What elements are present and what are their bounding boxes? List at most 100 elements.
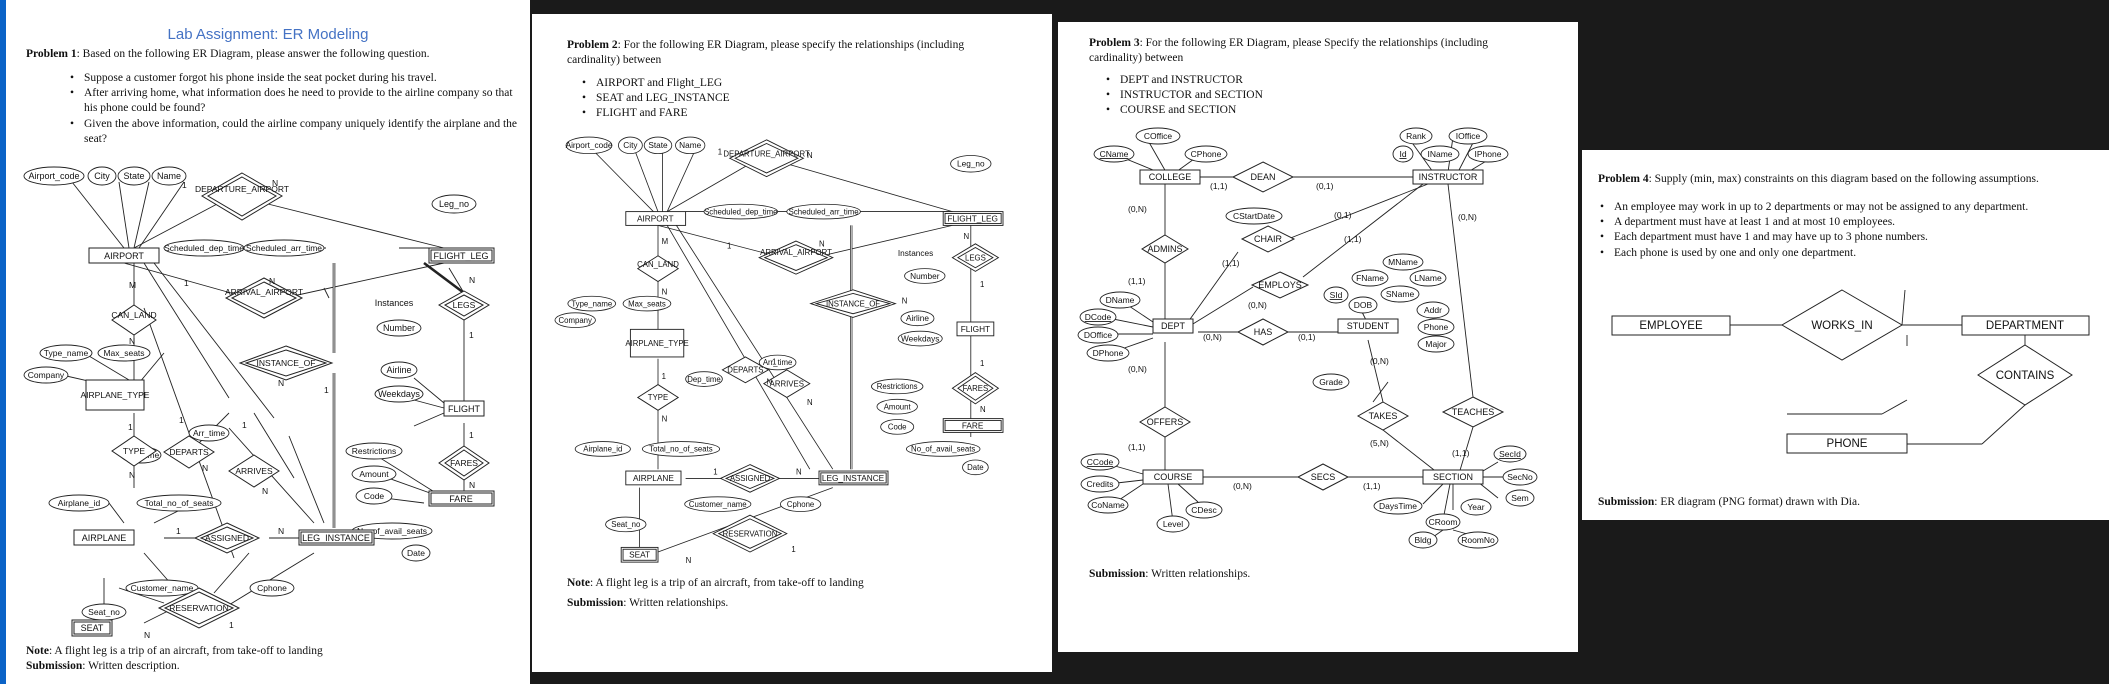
card-label: (1,1) xyxy=(1452,448,1470,458)
attr-type-name: Type_name xyxy=(44,348,89,358)
card-label: (0,N) xyxy=(1128,204,1147,214)
attr-max-seats: Max_seats xyxy=(628,299,666,308)
card-label: M xyxy=(129,280,136,290)
attr-airline: Airline xyxy=(386,365,411,375)
attr-type-name: Type_name xyxy=(571,299,612,308)
attr-year: Year xyxy=(1467,502,1484,512)
problem-1-bullets: Suppose a customer forgot his phone insi… xyxy=(68,71,518,147)
card-label: 1 xyxy=(324,385,329,395)
problem-1-heading-text: : Based on the following ER Diagram, ple… xyxy=(76,48,430,60)
rel-chair: CHAIR xyxy=(1254,234,1283,244)
card-label: N xyxy=(469,275,475,285)
rel-has: HAS xyxy=(1254,327,1273,337)
card-label: N xyxy=(796,468,802,477)
attr-dname: DName xyxy=(1106,295,1135,305)
card-label: N xyxy=(902,297,908,306)
attr-iname: IName xyxy=(1427,149,1452,159)
relationships: DEPARTURE_AIRPORT ARRIVAL_AIRPORT CAN_LA… xyxy=(111,172,490,629)
entity-flight: FLIGHT xyxy=(448,404,481,414)
rel-fares: FARES xyxy=(450,458,478,468)
card-label: 1 xyxy=(469,430,474,440)
attr-arr-time: Arr_time xyxy=(193,428,225,438)
entity-leg-instance: LEG_INSTANCE xyxy=(302,533,370,543)
problem-3-heading-text: : For the following ER Diagram, please S… xyxy=(1089,37,1489,65)
card-label: 1 xyxy=(128,422,133,432)
card-label: N xyxy=(767,378,773,387)
card-label: 1 xyxy=(713,468,717,477)
card-label: N xyxy=(278,378,284,388)
page-problem-1: Lab Assignment: ER Modeling Problem 1: B… xyxy=(0,0,530,684)
list-item: DEPT and INSTRUCTOR xyxy=(1104,73,1504,88)
attr-instances: Instances xyxy=(898,249,933,258)
rel-can-land: CAN_LAND xyxy=(637,260,679,269)
attr-total-seats: Total_no_of_seats xyxy=(145,498,214,508)
entity-phone xyxy=(1786,433,1908,454)
rel-departure-airport: DEPARTURE_AIRPORT xyxy=(195,184,289,194)
attr-airplane-id: Airplane_id xyxy=(583,445,622,454)
note-text: : A flight leg is a trip of an aircraft,… xyxy=(49,645,323,657)
entity-leg-instance: LEG_INSTANCE xyxy=(822,474,885,483)
attr-name: Name xyxy=(679,141,701,150)
problem-3-heading: Problem 3 xyxy=(1089,37,1140,49)
entity-college: COLLEGE xyxy=(1149,172,1192,182)
card-label: 1 xyxy=(727,241,731,250)
card-label: N xyxy=(662,414,668,423)
rel-departs: DEPARTS xyxy=(169,447,209,457)
attr-credits: Credits xyxy=(1087,479,1114,489)
card-label: 1 xyxy=(662,372,666,381)
list-item: FLIGHT and FARE xyxy=(580,106,980,121)
card-label: N xyxy=(662,287,668,296)
problem-4-prompt: Problem 4: Supply (min, max) constraints… xyxy=(1598,172,2103,187)
problem-4-bullets: An employee may work in up to 2 departme… xyxy=(1598,200,2106,261)
attr-amount: Amount xyxy=(359,469,389,479)
entities: COLLEGE INSTRUCTOR DEPT STUDENT COURSE S… xyxy=(1139,169,1484,485)
card-label: (1,1) xyxy=(1128,276,1146,286)
card-label: (1,1) xyxy=(1128,442,1146,452)
card-label: (0,N) xyxy=(1370,356,1389,366)
entity-airplane: AIRPLANE xyxy=(82,533,127,543)
rel-legs: LEGS xyxy=(453,300,476,310)
attributes-top: Airport_code City State Name Leg_no Sche… xyxy=(23,166,477,621)
attr-level: Level xyxy=(1163,519,1183,529)
employee-er-diagram: EMPLOYEE WORKS_IN DEPARTMENT CONTAINS PH… xyxy=(1611,289,2090,454)
entities: AIRPORT FLIGHT_LEG AIRPLANE_TYPE FLIGHT … xyxy=(71,247,495,637)
attr-cphone: Cphone xyxy=(787,500,814,509)
attr-amount: Amount xyxy=(884,402,912,411)
attr-avail-seats: No_of_avail_seats xyxy=(357,526,427,536)
attr-mname: MName xyxy=(1388,257,1418,267)
problem-4-heading-text: : Supply (min, max) constraints on this … xyxy=(1648,173,2039,185)
attr-restrictions: Restrictions xyxy=(352,446,396,456)
attr-scheduled-dep-time: Scheduled_dep_time xyxy=(164,243,244,253)
problem-4-submission: Submission: ER diagram (PNG format) draw… xyxy=(1598,495,2098,510)
rel-assigned: ASSIGNED xyxy=(205,533,249,543)
entity-airport: AIRPORT xyxy=(104,251,144,261)
list-item: A department must have at least 1 and at… xyxy=(1598,215,2106,230)
list-item: An employee may work in up to 2 departme… xyxy=(1598,200,2106,215)
attr-airport-code: Airport_code xyxy=(566,141,613,150)
rel-offers: OFFERS xyxy=(1147,417,1184,427)
attr-sid: SId xyxy=(1330,290,1343,300)
problem-1-prompt: Problem 1: Based on the following ER Dia… xyxy=(26,47,526,62)
attr-dob: DOB xyxy=(1354,300,1373,310)
attr-lname: LName xyxy=(1414,273,1442,283)
card-label: N xyxy=(469,480,475,490)
cardinalities: 1 N 1 N M N N 1 1 N 1 N 1 N 1 N 1 N 1 N … xyxy=(128,178,475,640)
card-label: 1 xyxy=(791,545,795,554)
rel-instance-of: INSTANCE_OF xyxy=(826,299,880,308)
attr-number: Number xyxy=(910,272,940,281)
card-label: (0,N) xyxy=(1458,212,1477,222)
relationships: DEAN ADMINS CHAIR EMPLOYS HAS OFFERS TAK… xyxy=(1139,161,1505,491)
problem-1-heading: Problem 1 xyxy=(26,48,77,60)
rel-arrives: ARRIVES xyxy=(235,466,273,476)
rel-secs: SECS xyxy=(1311,472,1336,482)
attr-cname: CName xyxy=(1100,149,1129,159)
attr-date: Date xyxy=(967,463,984,472)
card-label: N xyxy=(144,630,150,640)
card-label: (1,1) xyxy=(1210,181,1228,191)
page-problem-4: Problem 4: Supply (min, max) constraints… xyxy=(1582,150,2109,520)
card-label: N xyxy=(807,151,813,160)
card-label: N xyxy=(963,232,969,241)
rel-teaches: TEACHES xyxy=(1452,407,1495,417)
problem-2-note: Note: A flight leg is a trip of an aircr… xyxy=(567,576,1027,591)
rel-type: TYPE xyxy=(123,446,146,456)
